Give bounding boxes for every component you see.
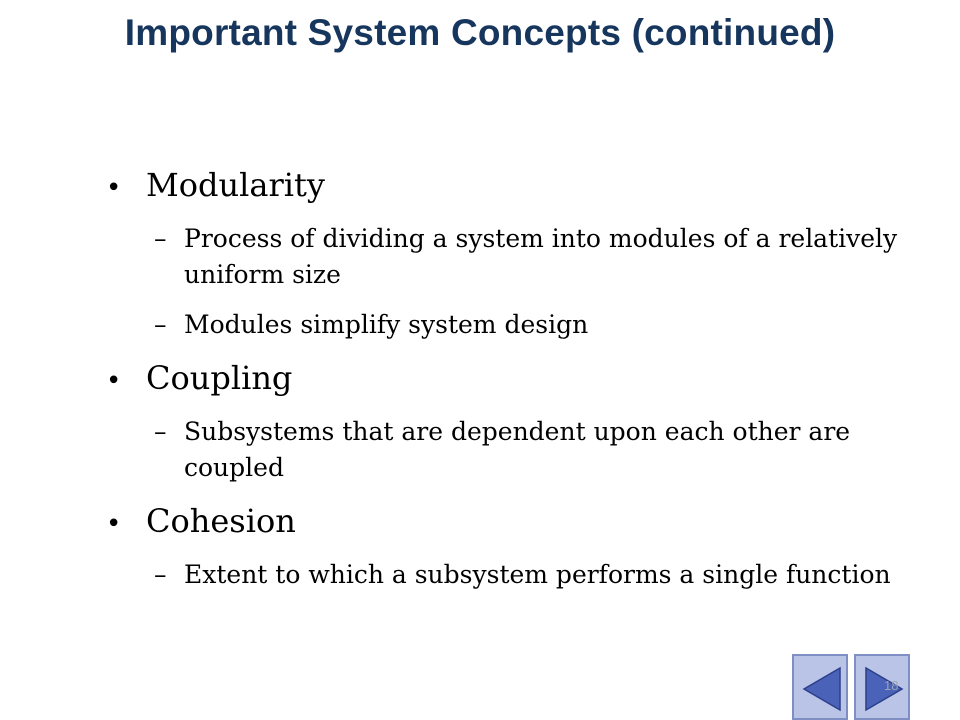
sub-item-text: Subsystems that are dependent upon each … <box>184 417 851 482</box>
dash-marker: – <box>154 310 167 339</box>
bullet-marker: • <box>106 509 122 539</box>
dash-marker: – <box>154 224 167 253</box>
sub-item: – Extent to which a subsystem performs a… <box>154 557 904 593</box>
slide-title: Important System Concepts (continued) <box>124 12 836 53</box>
bullet-marker: • <box>106 366 122 396</box>
bullet-label: Cohesion <box>146 502 296 540</box>
sub-item: – Subsystems that are dependent upon eac… <box>154 414 904 486</box>
bullet-item-cohesion: • Cohesion <box>104 496 904 549</box>
bullet-list: • Modularity – Process of dividing a sys… <box>104 160 904 593</box>
sub-item-text: Modules simplify system design <box>184 310 589 339</box>
sub-item-text: Process of dividing a system into module… <box>184 224 898 289</box>
bullet-item-modularity: • Modularity <box>104 160 904 213</box>
sub-item: – Process of dividing a system into modu… <box>154 221 904 293</box>
previous-slide-button[interactable] <box>792 654 848 720</box>
dash-marker: – <box>154 417 167 446</box>
slide-navigation <box>790 654 920 720</box>
bullet-item-coupling: • Coupling <box>104 353 904 406</box>
next-slide-button[interactable] <box>854 654 910 720</box>
bullet-label: Coupling <box>146 359 293 397</box>
sub-item-text: Extent to which a subsystem performs a s… <box>184 560 891 589</box>
bullet-marker: • <box>106 173 122 203</box>
triangle-right-icon <box>865 666 904 712</box>
page-number: 18 <box>884 678 899 693</box>
sub-item: – Modules simplify system design <box>154 307 904 343</box>
triangle-left-icon <box>802 666 841 712</box>
bullet-label: Modularity <box>146 166 325 204</box>
dash-marker: – <box>154 560 167 589</box>
